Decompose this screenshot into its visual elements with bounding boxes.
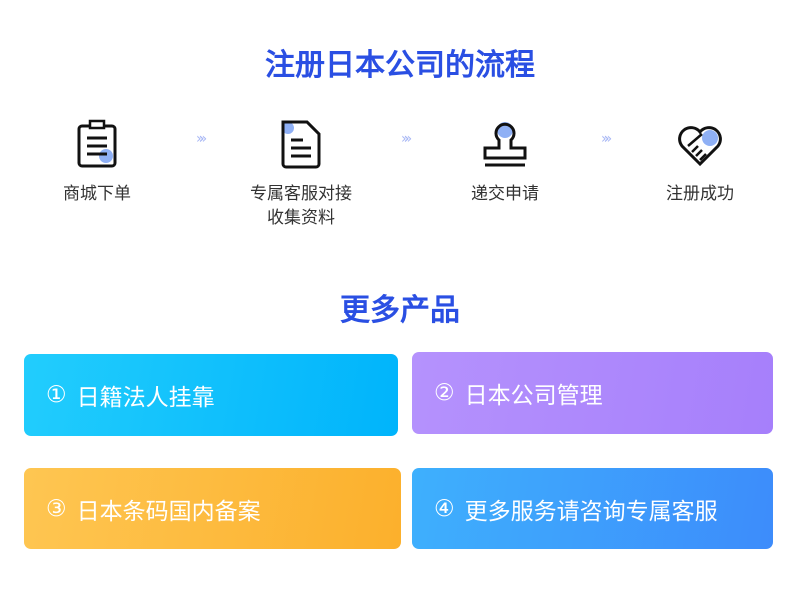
clipboard-icon — [77, 119, 117, 168]
product-label: 更多服务请咨询专属客服 — [464, 498, 718, 525]
product-card-company-management[interactable]: ② 日本公司管理 — [412, 352, 773, 434]
handshake-heart-icon — [678, 126, 722, 167]
arrow-icon: »» — [601, 131, 612, 147]
product-card-more-services[interactable]: ④ 更多服务请咨询专属客服 — [412, 468, 773, 549]
step-label: 递交申请 — [471, 184, 539, 204]
number-badge: ④ — [434, 495, 455, 522]
document-icon — [281, 120, 321, 169]
step-label-line1: 专属客服对接 — [250, 184, 352, 204]
arrow-icon: »» — [196, 131, 207, 147]
step-label-line2: 收集资料 — [267, 208, 335, 228]
number-badge: ② — [434, 380, 455, 406]
step-label: 专属客服对接收集资料 — [221, 182, 381, 230]
step-success: 注册成功 — [620, 118, 780, 206]
step-order: 商城下单 — [17, 118, 177, 206]
product-label: 日本条码国内备案 — [76, 498, 261, 525]
step-consult: 专属客服对接收集资料 — [221, 118, 381, 230]
product-label: 日本公司管理 — [464, 383, 603, 409]
stamp-icon — [483, 122, 527, 167]
number-badge: ③ — [46, 495, 67, 522]
page-title: 注册日本公司的流程 — [265, 48, 535, 83]
product-card-japanese-legal-person[interactable]: ① 日籍法人挂靠 — [24, 354, 398, 436]
step-submit: 递交申请 — [425, 118, 585, 206]
step-label: 注册成功 — [666, 184, 734, 204]
product-label: 日籍法人挂靠 — [76, 385, 215, 411]
arrow-icon: »» — [401, 131, 412, 147]
step-label: 商城下单 — [63, 184, 131, 204]
number-badge: ① — [46, 382, 67, 408]
product-card-barcode-filing[interactable]: ③ 日本条码国内备案 — [24, 468, 401, 549]
products-title: 更多产品 — [340, 293, 460, 328]
